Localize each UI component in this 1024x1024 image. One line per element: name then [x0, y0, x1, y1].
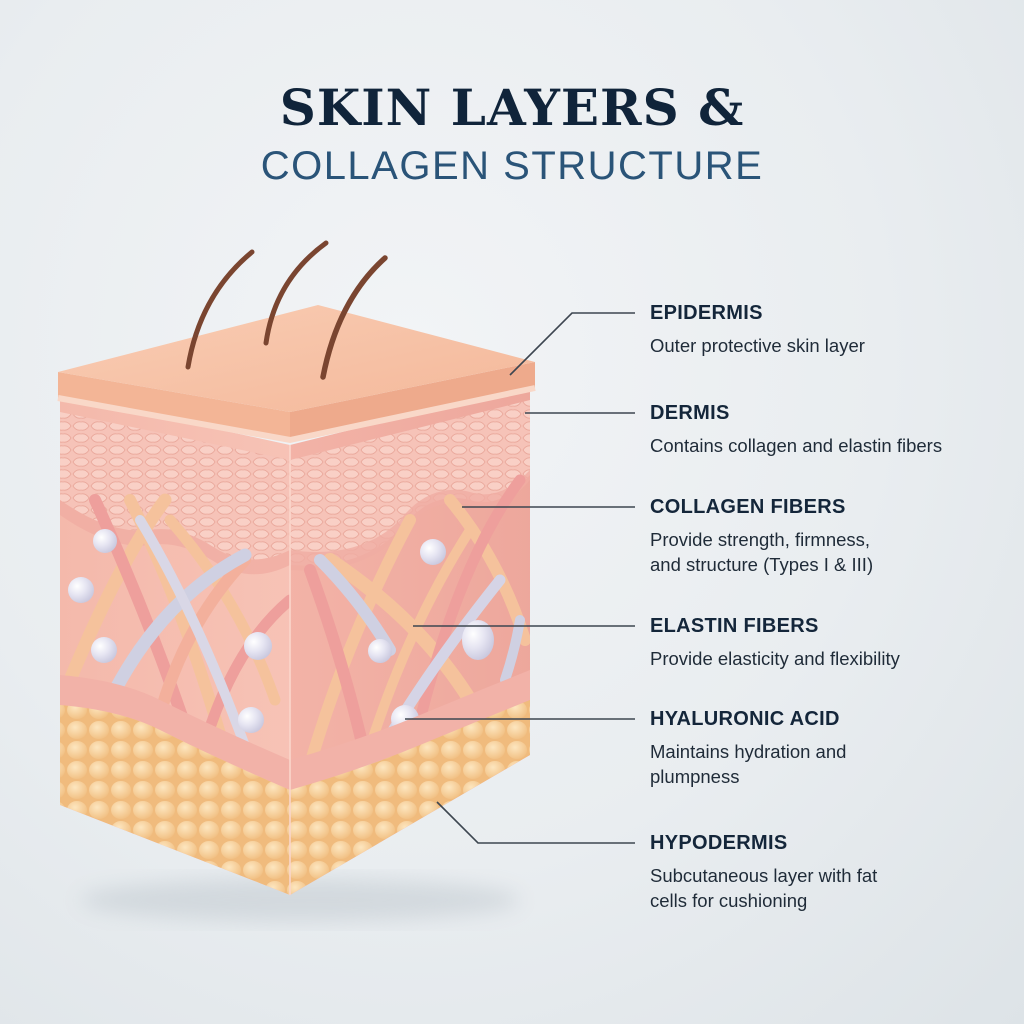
label-epidermis: EPIDERMIS Outer protective skin layer	[650, 301, 1010, 358]
label-description: Contains collagen and elastin fibers	[650, 435, 943, 456]
label-title: DERMIS	[650, 402, 730, 424]
leader-lines	[405, 312, 635, 844]
label-title: EPIDERMIS	[650, 302, 763, 324]
label-title: HYPODERMIS	[650, 832, 788, 854]
elastin-fibers-left	[103, 515, 255, 765]
label-elastin-fibers: ELASTIN FIBERS Provide elasticity and fl…	[650, 614, 1010, 671]
dermis-cell-band-right	[290, 400, 530, 566]
hypodermis-fat-left	[60, 705, 290, 895]
label-hypodermis: HYPODERMIS Subcutaneous layer with fat c…	[650, 831, 1010, 913]
label-description: Provide elasticity and flexibility	[650, 648, 900, 669]
label-title: COLLAGEN FIBERS	[650, 496, 846, 518]
label-hyaluronic-acid: HYALURONIC ACID Maintains hydration and …	[650, 707, 1010, 789]
label-description: Maintains hydration and plumpness	[650, 741, 847, 787]
hair-icon	[185, 240, 388, 380]
label-description: Provide strength, firmness, and structur…	[650, 529, 874, 575]
label-title: ELASTIN FIBERS	[650, 615, 819, 637]
dermis-membrane-right	[290, 670, 530, 790]
epidermis-slab	[57, 305, 536, 444]
dermis-cell-band-left	[60, 412, 290, 560]
title-line-2: COLLAGEN STRUCTURE	[260, 144, 764, 188]
leader-line-epidermis	[509, 312, 635, 376]
left-face	[60, 395, 290, 895]
drop-shadow	[80, 878, 520, 922]
title-line-1: SKIN LAYERS &	[279, 78, 745, 137]
hyaluronic-acid-right	[368, 539, 494, 733]
label-description: Subcutaneous layer with fat cells for cu…	[650, 865, 878, 911]
hypodermis-fat-right	[290, 700, 530, 895]
label-collagen-fibers: COLLAGEN FIBERS Provide strength, firmne…	[650, 495, 1010, 577]
dermis-membrane-left	[60, 675, 290, 790]
label-dermis: DERMIS Contains collagen and elastin fib…	[650, 401, 1010, 458]
hyaluronic-acid-left	[68, 529, 272, 733]
leader-line-hypodermis	[436, 801, 635, 844]
label-description: Outer protective skin layer	[650, 335, 865, 356]
right-face	[290, 385, 530, 895]
label-title: HYALURONIC ACID	[650, 708, 840, 730]
